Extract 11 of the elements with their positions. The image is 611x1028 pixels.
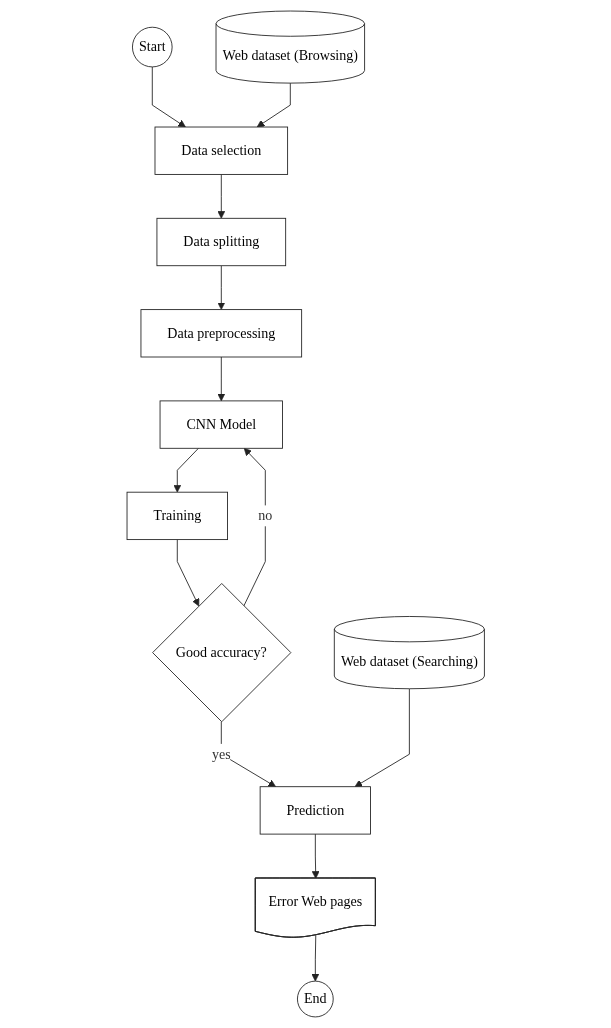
- node-box: Data selection: [154, 126, 288, 175]
- edge-label: yes: [211, 746, 231, 762]
- node-box: Data splitting: [156, 217, 286, 267]
- node-box: Data preprocessing: [140, 309, 302, 358]
- node-circle: End: [296, 980, 334, 1018]
- node-box: Prediction: [259, 786, 371, 835]
- node-box: CNN Model: [159, 400, 283, 449]
- edge-label: no: [258, 508, 273, 523]
- node-box: Training: [126, 491, 228, 541]
- node-diamond: Good accuracy?: [151, 583, 292, 723]
- node-circle: Start: [131, 26, 173, 68]
